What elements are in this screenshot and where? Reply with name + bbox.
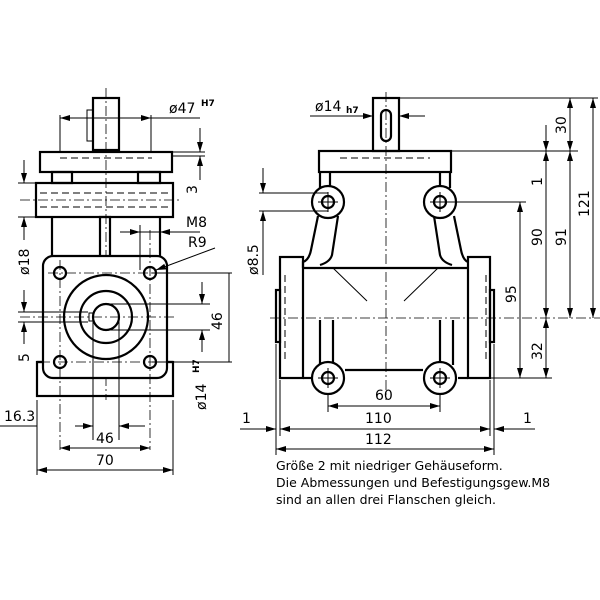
dim-30: 30 (554, 116, 570, 134)
dim-d47-tol: H7 (201, 99, 215, 109)
dim-d14-right-tol: h7 (346, 106, 359, 116)
mounting-bosses (310, 184, 458, 396)
dim-r9: R9 (188, 235, 207, 251)
top-flange (38, 150, 174, 174)
keyway-slot (379, 108, 393, 143)
dim-112: 112 (365, 432, 392, 448)
drawing-note: Größe 2 mit niedriger Gehäuseform. Die A… (276, 458, 550, 507)
bolt-holes (40, 230, 170, 450)
dim-3: 3 (185, 185, 201, 194)
dim-d14-right: ø14 (315, 99, 341, 115)
dim-d8-5: ø8.5 (246, 244, 262, 275)
dim-d18: ø18 (17, 249, 33, 275)
right-side-flange (466, 255, 492, 380)
front-view-gearbox: ø14 h7 ø8.5 95 1 90 32 30 91 121 60 1 1 (240, 92, 600, 455)
dim-d47: ø47 (169, 101, 195, 117)
note-line-1: Größe 2 mit niedriger Gehäuseform. (276, 458, 503, 473)
dim-1-left: 1 (242, 411, 251, 427)
dim-1-right: 1 (523, 411, 532, 427)
dim-90: 90 (530, 228, 546, 246)
dim-70: 70 (96, 453, 114, 469)
dim-1-vertical: 1 (530, 177, 546, 186)
note-line-3: sind an allen drei Flanschen gleich. (276, 492, 496, 507)
dim-d14-left: ø14 (194, 384, 210, 410)
top-flange-front (317, 149, 453, 174)
dim-m8: M8 (186, 215, 207, 231)
note-line-2: Die Abmessungen und Befestigungsgew.M8 (276, 475, 550, 490)
dim-91: 91 (554, 228, 570, 246)
left-side-flange (278, 255, 305, 380)
dim-5: 5 (17, 353, 33, 362)
side-view-gearbox: ø47 H7 3 M8 R9 ø18 5 46 ø14 H7 16.3 (0, 88, 232, 475)
dim-60: 60 (375, 388, 393, 404)
dim-16-3: 16.3 (4, 409, 35, 425)
dim-95: 95 (504, 285, 520, 303)
dim-46-horizontal: 46 (96, 431, 114, 447)
dim-32: 32 (530, 342, 546, 360)
dim-d14-left-tol: H7 (192, 359, 202, 373)
dim-46-vertical: 46 (210, 312, 226, 330)
dim-121: 121 (577, 190, 593, 217)
dim-110: 110 (365, 411, 392, 427)
